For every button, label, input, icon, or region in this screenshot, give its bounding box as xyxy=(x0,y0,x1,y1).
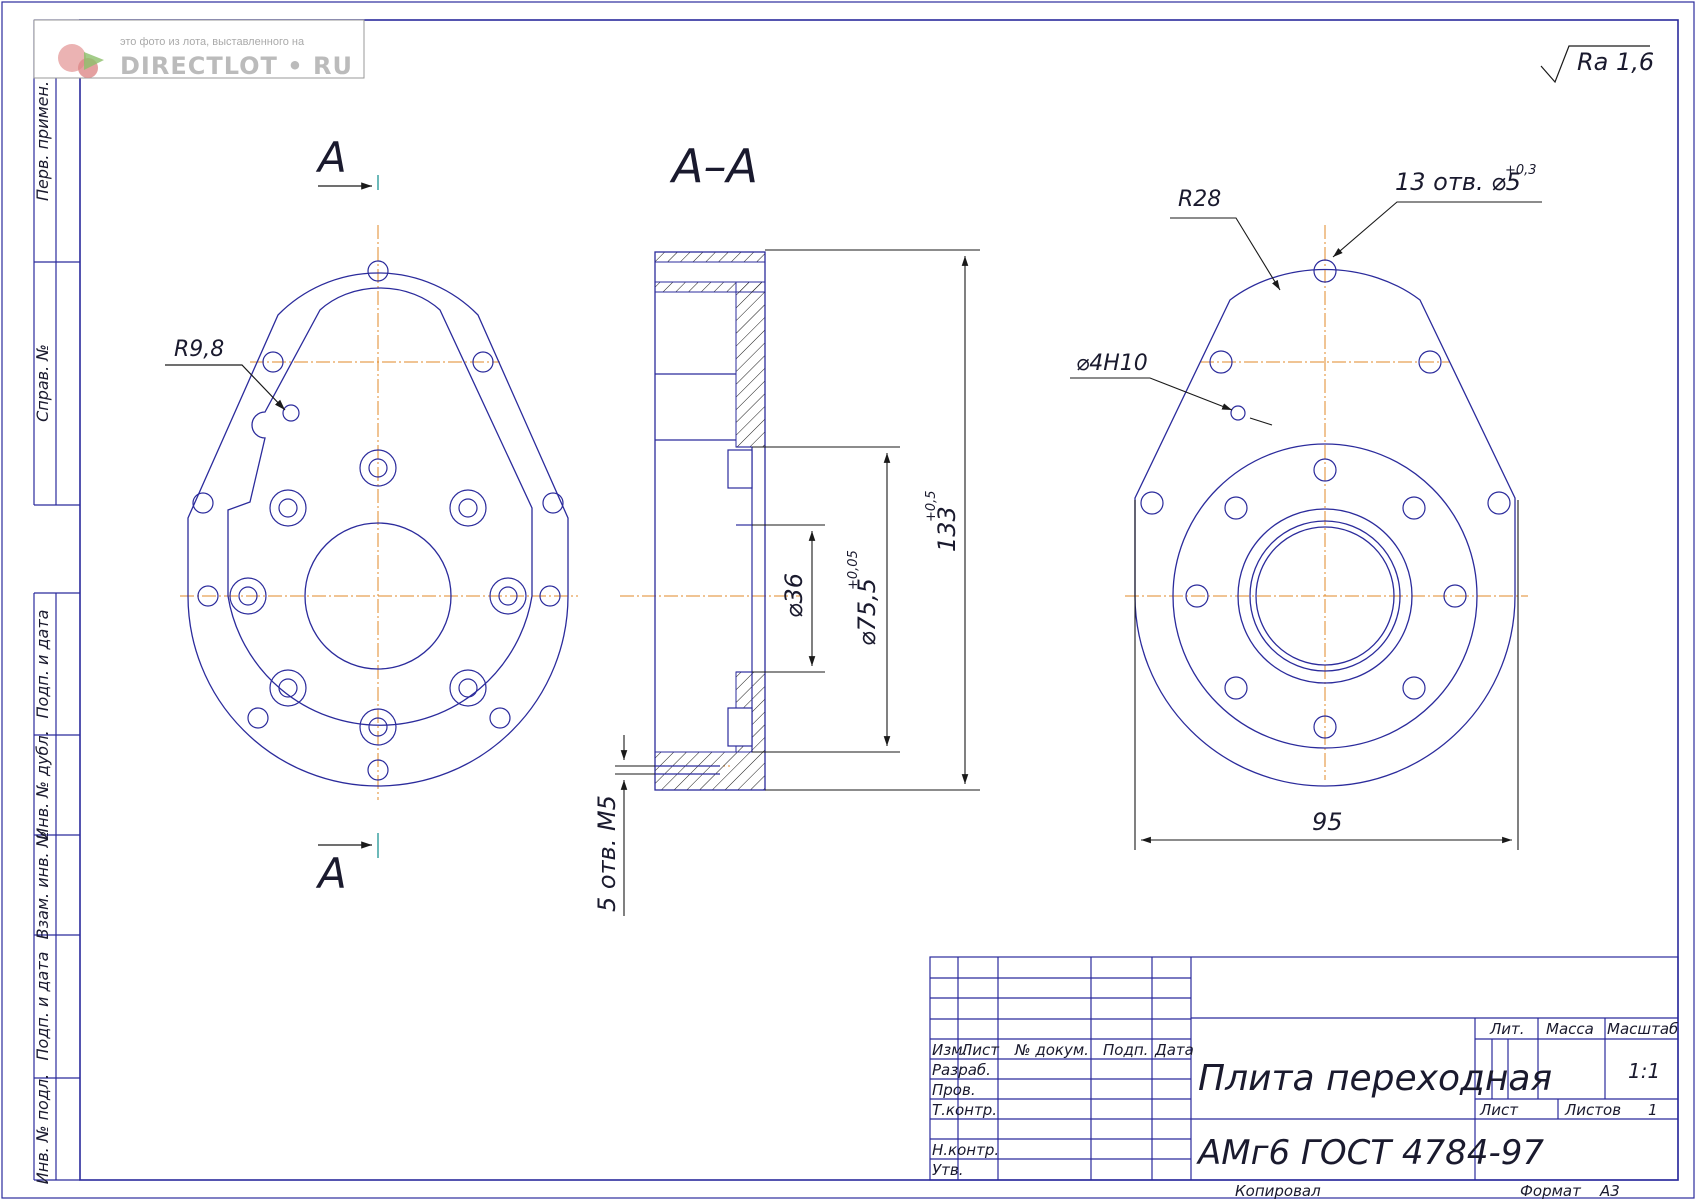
side-label-inv-podl: Инв. № подл. xyxy=(33,1074,52,1184)
section-dimension-lines xyxy=(615,249,980,916)
roughness-value: Ra 1,6 xyxy=(1577,48,1654,76)
dim-bore-small: ⌀36 xyxy=(780,573,808,618)
dim-r-notch: R9,8 xyxy=(174,337,224,362)
tb-sheet-label: Лист xyxy=(1479,1101,1519,1119)
outer-contour-left xyxy=(187,272,569,787)
tb-format-label: Формат xyxy=(1520,1182,1582,1200)
dim-width: 95 xyxy=(1312,808,1343,836)
tb-copied: Копировал xyxy=(1235,1182,1321,1200)
tb-material: АМг6 ГОСТ 4784-97 xyxy=(1196,1133,1544,1173)
cut-label-top: A xyxy=(315,133,347,182)
tb-lit: Лит. xyxy=(1489,1020,1525,1038)
axis-lines-right xyxy=(1125,225,1528,780)
inner-frame xyxy=(79,19,1679,1181)
watermark-logo xyxy=(33,19,365,79)
side-label-podp1: Подп. и дата xyxy=(33,610,52,719)
tb-col-list: Лист xyxy=(960,1041,1000,1059)
side-label-podp2: Подп. и дата xyxy=(33,952,52,1061)
dim-height-tol: +0,5 xyxy=(924,490,939,522)
axis-lines-left xyxy=(180,225,578,800)
tb-col-doc: № докум. xyxy=(1014,1041,1089,1059)
dim-holes-top-tol: +0,3 xyxy=(1505,163,1537,178)
dim-threads: 5 отв. М5 xyxy=(593,795,621,912)
bore-outer-right xyxy=(1237,508,1413,684)
cut-label-bottom: A xyxy=(315,849,347,898)
dim-height: 133 xyxy=(933,506,961,552)
watermark-site: DIRECTLOT • RU xyxy=(120,52,353,80)
dim-bore-large-tol: +0,05 xyxy=(846,550,861,590)
side-label-perv: Перв. примен. xyxy=(33,81,52,201)
dim-pin-hole: ⌀4H10 xyxy=(1076,351,1148,376)
tb-row-tkontr: Т.контр. xyxy=(932,1101,997,1119)
side-label-vzam: Взам. инв. № xyxy=(33,831,52,940)
holes-left xyxy=(192,260,564,781)
dim-holes-top: 13 отв. ⌀5 xyxy=(1395,168,1521,196)
dim-r-top: R28 xyxy=(1178,187,1221,212)
flange-circle-right xyxy=(1172,443,1478,749)
front-view-left xyxy=(165,175,578,858)
inner-contour-left xyxy=(227,287,533,726)
tb-format-value: А3 xyxy=(1599,1182,1620,1200)
tb-row-utv: Утв. xyxy=(932,1161,964,1179)
tb-part-name: Плита переходная xyxy=(1198,1058,1552,1099)
watermark-caption: это фото из лота, выставленного на xyxy=(120,36,305,48)
tb-scale: 1:1 xyxy=(1628,1059,1660,1083)
side-label-inv-dubl: Инв. № дубл. xyxy=(33,730,52,839)
section-hatch-top xyxy=(654,251,766,263)
side-label-sprav: Справ. № xyxy=(33,344,52,422)
outer-contour-right xyxy=(1134,268,1516,787)
center-bore-left xyxy=(304,522,452,670)
back-view-right xyxy=(1070,201,1542,850)
tb-row-razrab: Разраб. xyxy=(932,1061,991,1079)
section-title: A–A xyxy=(669,139,758,193)
bore-inner-right xyxy=(1255,526,1395,666)
tb-col-date: Дата xyxy=(1154,1041,1194,1059)
tb-massa: Масса xyxy=(1546,1020,1594,1038)
tb-sheets-count: 1 xyxy=(1648,1101,1658,1119)
roughness-symbol xyxy=(1540,45,1650,84)
tb-sheets-label: Листов xyxy=(1564,1101,1621,1119)
bore-mid-right xyxy=(1249,520,1401,672)
section-hatch-bottom xyxy=(654,751,766,791)
tb-row-prov: Пров. xyxy=(932,1081,976,1099)
title-block xyxy=(929,956,1679,1181)
tb-col-izm: Изм. xyxy=(932,1041,967,1059)
side-strip xyxy=(33,19,80,1181)
tb-row-nkontr: Н.контр. xyxy=(932,1141,999,1159)
section-hatch-upper-wall xyxy=(735,281,766,448)
section-inner-lines xyxy=(655,373,753,775)
section-view xyxy=(615,249,980,916)
tb-masshtab: Масштаб xyxy=(1607,1020,1678,1038)
tb-col-sign: Подп. xyxy=(1103,1041,1148,1059)
cut-arrows xyxy=(165,175,379,858)
right-dimension-lines xyxy=(1070,201,1542,850)
dim-bore-large: ⌀75,5 xyxy=(853,578,881,646)
holes-right xyxy=(1140,259,1511,739)
axis-lines-section xyxy=(620,595,800,767)
